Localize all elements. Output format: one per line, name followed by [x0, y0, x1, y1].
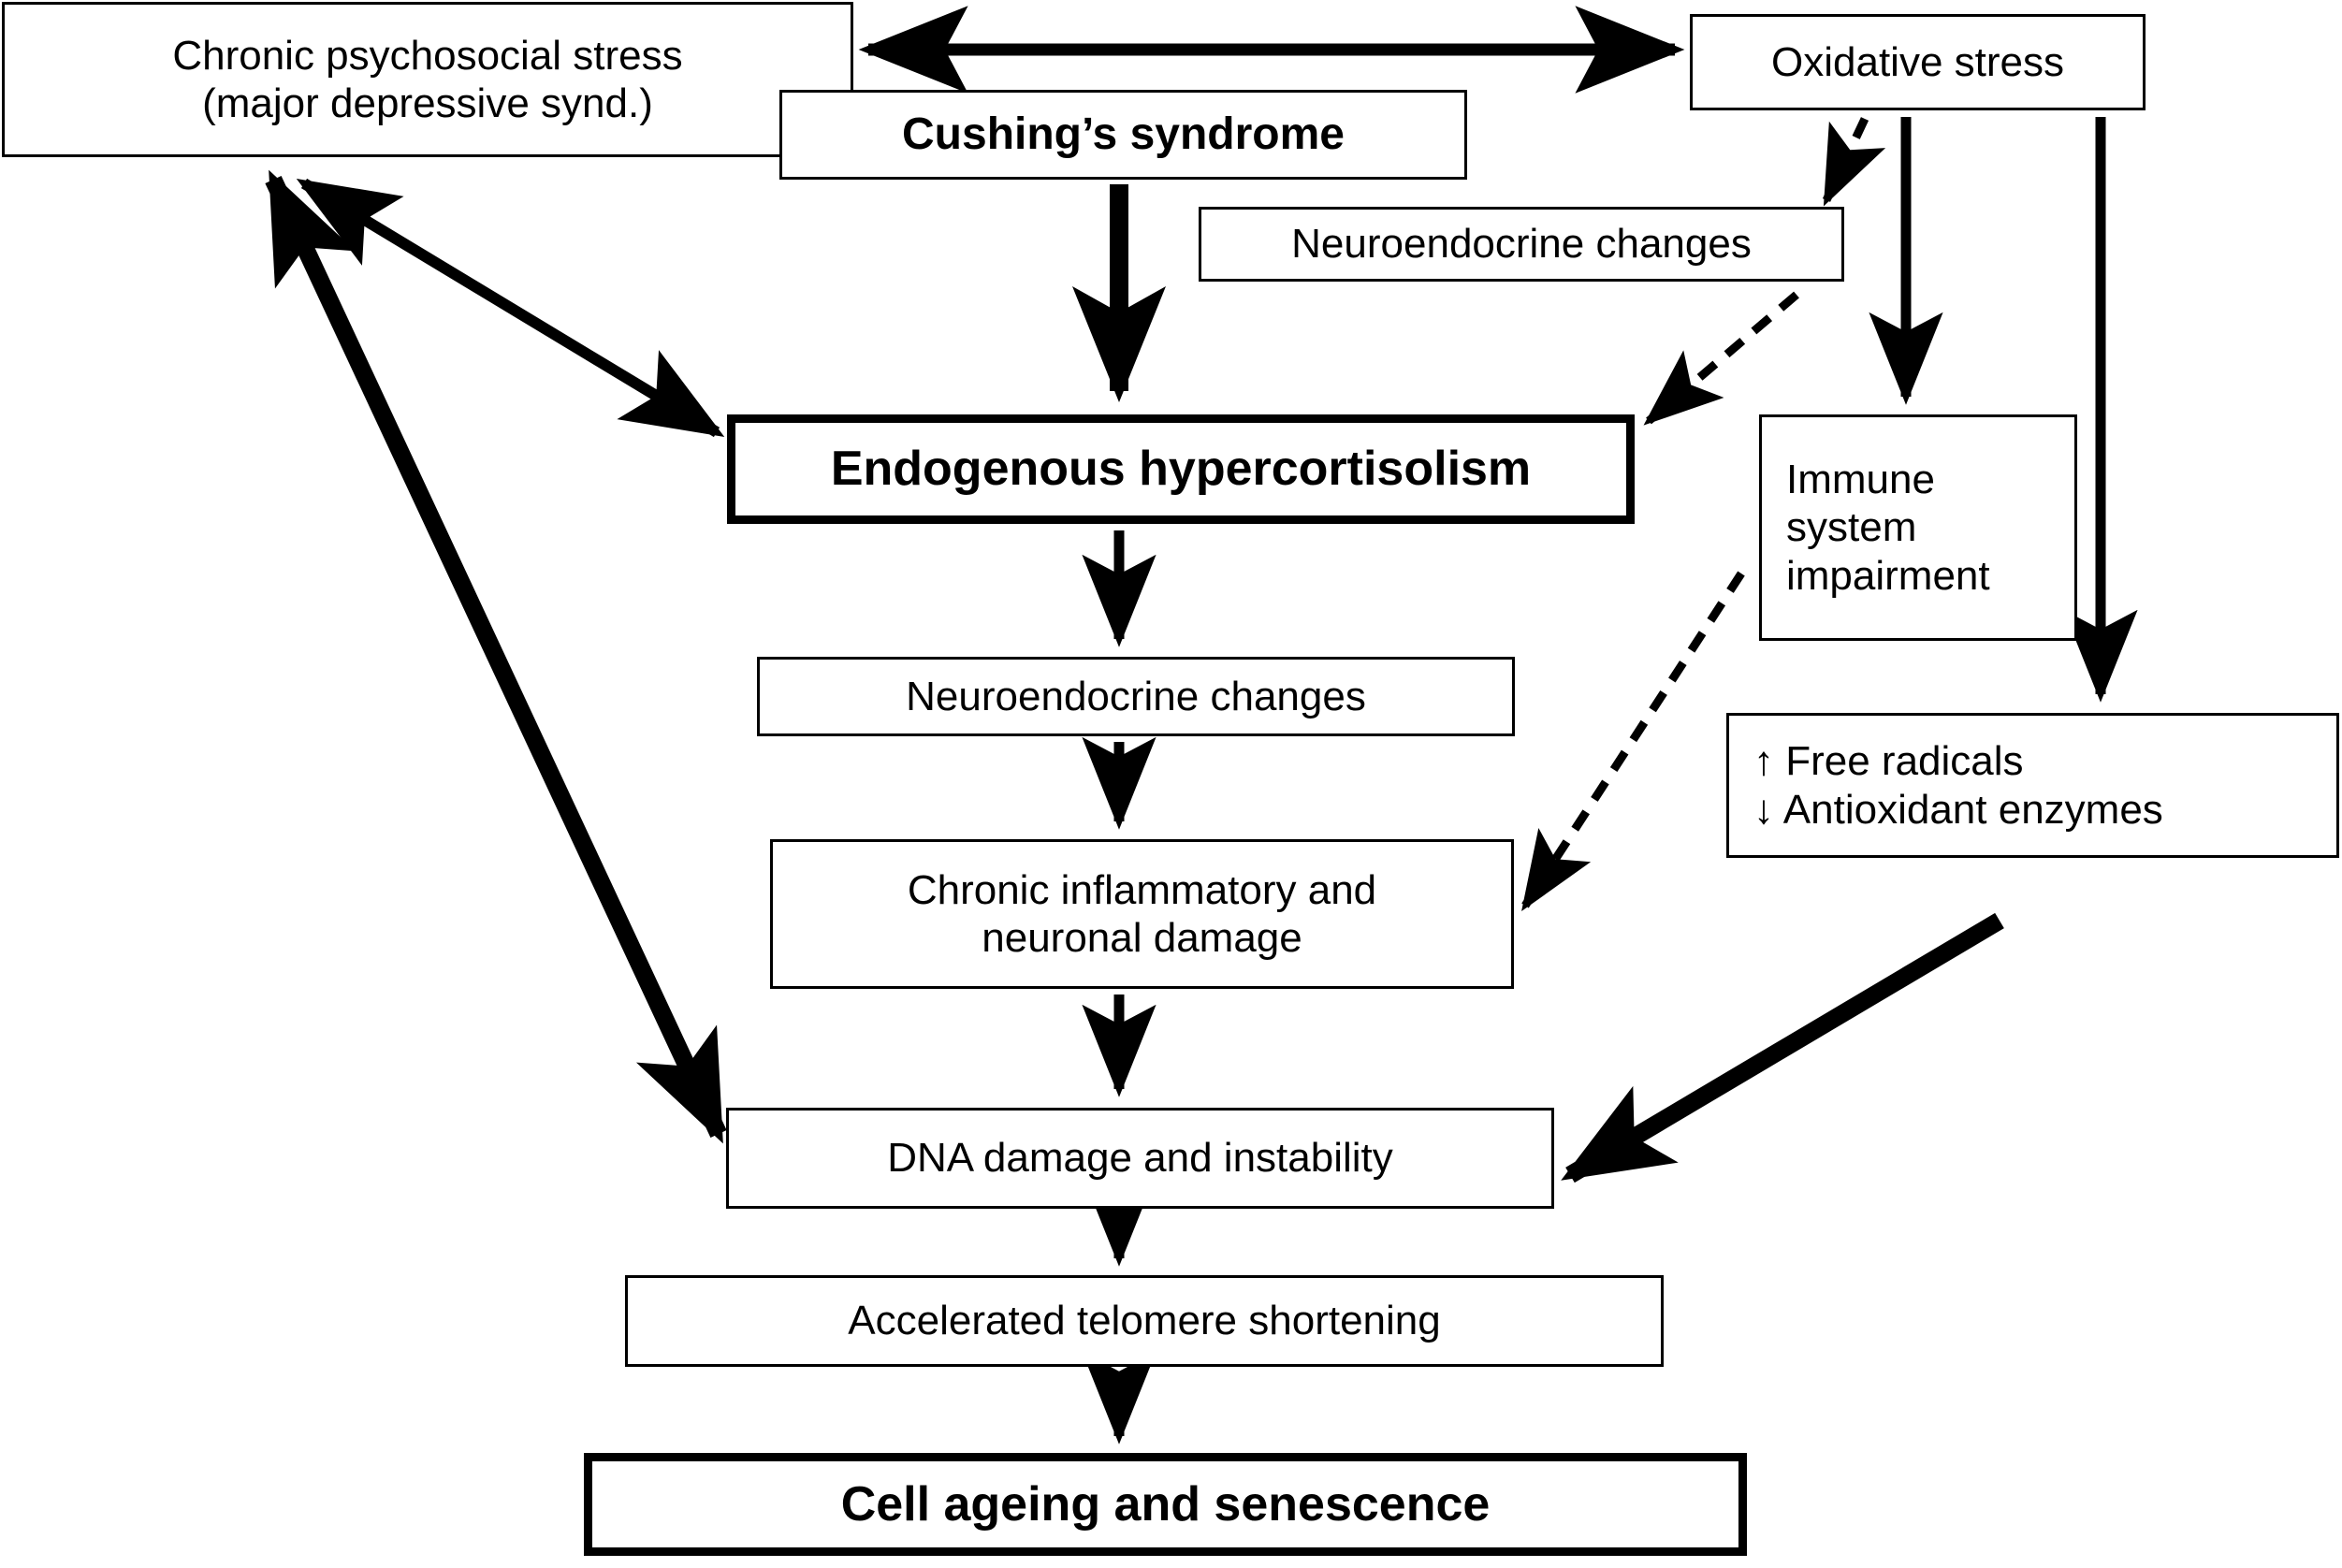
- edge-neuroendocrine-top-to-hypercortisolism: [1643, 291, 1799, 426]
- node-cell-ageing-senescence[interactable]: Cell ageing and senescence: [584, 1453, 1747, 1556]
- node-label: Neuroendocrine changes: [1291, 221, 1752, 268]
- node-label: Oxidative stress: [1771, 38, 2064, 85]
- node-label: Immune system impairment: [1786, 457, 1990, 599]
- node-endogenous-hypercortisolism[interactable]: Endogenous hypercortisolism: [727, 414, 1635, 524]
- edge-oxidative-stress-to-neuroendocrine-top: [1822, 117, 1886, 207]
- node-label: Accelerated telomere shortening: [848, 1298, 1441, 1344]
- node-label: ↑ Free radicals ↓ Antioxidant enzymes: [1753, 738, 2163, 833]
- node-neuroendocrine-changes-mid[interactable]: Neuroendocrine changes: [757, 657, 1515, 736]
- node-chronic-psychosocial-stress[interactable]: Chronic psychosocial stress (major depre…: [2, 2, 853, 157]
- node-neuroendocrine-changes-top[interactable]: Neuroendocrine changes: [1199, 207, 1844, 282]
- node-accelerated-telomere-shortening[interactable]: Accelerated telomere shortening: [625, 1275, 1664, 1367]
- node-label: Neuroendocrine changes: [906, 673, 1366, 719]
- node-free-radicals-antioxidants[interactable]: ↑ Free radicals ↓ Antioxidant enzymes: [1726, 713, 2339, 858]
- node-label: Cushing’s syndrome: [902, 109, 1345, 160]
- node-chronic-inflammatory-neuronal-damage[interactable]: Chronic inflammatory and neuronal damage: [770, 839, 1514, 989]
- node-label: DNA damage and instability: [887, 1135, 1393, 1182]
- node-label: Cell ageing and senescence: [840, 1476, 1491, 1532]
- node-cushings-syndrome[interactable]: Cushing’s syndrome: [779, 90, 1467, 180]
- node-label: Chronic psychosocial stress (major depre…: [172, 32, 683, 126]
- edge-stress-to-dna-damage: [265, 169, 727, 1144]
- node-label: Chronic inflammatory and neuronal damage: [907, 866, 1377, 961]
- edge-free-radicals-to-dna-damage: [1561, 912, 2004, 1183]
- node-label: Endogenous hypercortisolism: [830, 442, 1532, 497]
- edge-immune-to-inflammatory: [1521, 571, 1745, 912]
- node-immune-system-impairment[interactable]: Immune system impairment: [1759, 414, 2077, 641]
- node-dna-damage-instability[interactable]: DNA damage and instability: [726, 1108, 1554, 1209]
- node-oxidative-stress[interactable]: Oxidative stress: [1690, 14, 2146, 110]
